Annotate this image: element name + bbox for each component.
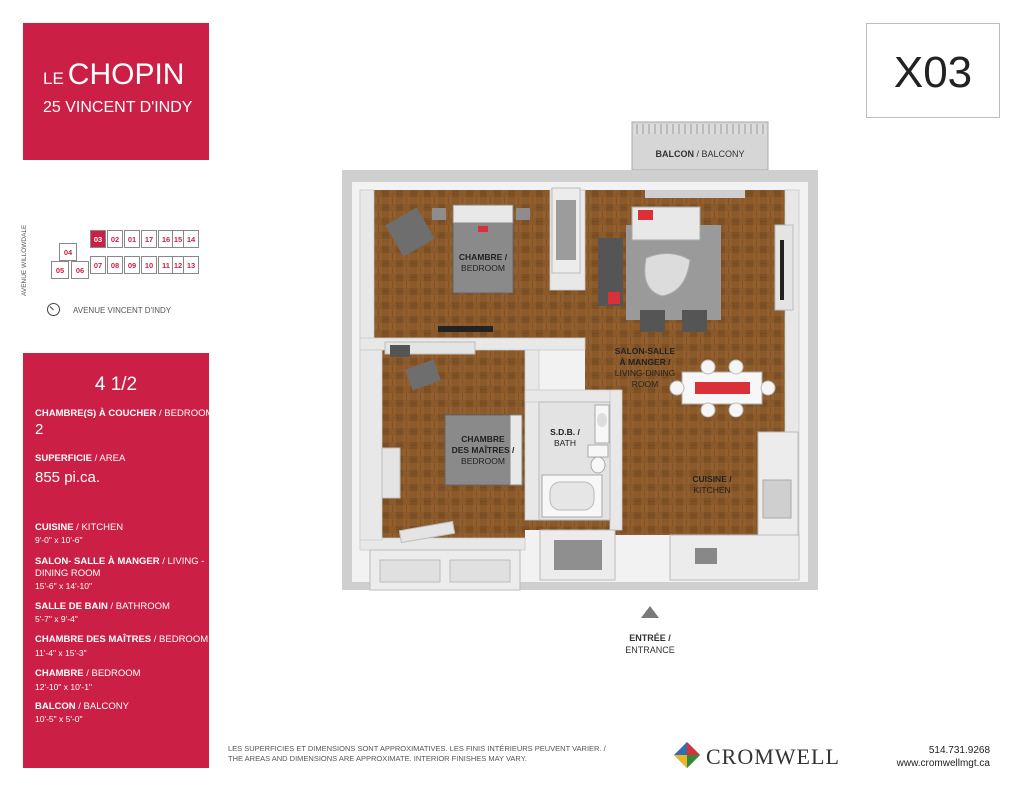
unit-code: X03 [893, 48, 973, 97]
building-address: 25 VINCENT D'INDY [43, 99, 193, 116]
north-compass-icon [47, 303, 60, 316]
bath-label: S.D.B. / [550, 427, 580, 437]
key-plan-unit: 02 [107, 230, 123, 248]
bedrooms-label: CHAMBRE(S) À COUCHER / BEDROOM(S) [35, 408, 227, 419]
living-room-furniture [598, 190, 794, 332]
room-label-bathroom: SALLE DE BAIN / BATHROOM [35, 601, 170, 612]
room-dim-bedroom: 12'-10" x 10'-1" [35, 682, 93, 692]
master-label-en: BEDROOM [461, 456, 505, 466]
room-dim-balcony: 10'-5" x 5'-0" [35, 714, 83, 724]
bath-label-en: BATH [554, 438, 576, 448]
room-label-balcony: BALCON / BALCONY [35, 701, 129, 712]
brand-name: CROMWELL [706, 744, 840, 769]
key-plan-unit: 05 [51, 261, 69, 279]
bathroom-fixtures [538, 401, 611, 521]
contact-info: 514.731.9268 www.cromwellmgt.ca [897, 744, 990, 770]
svg-text:CHAMBRE /: CHAMBRE / [459, 252, 508, 262]
key-plan-unit: 17 [141, 230, 157, 248]
svg-text:BALCON / BALCONY: BALCON / BALCONY [655, 149, 744, 159]
closets [369, 187, 616, 591]
room-label-bedroom: CHAMBRE / BEDROOM [35, 668, 141, 679]
master-bedroom-furniture [381, 341, 523, 544]
room-label-living: SALON- SALLE À MANGER / LIVING - [35, 556, 205, 567]
dining-table [669, 359, 776, 418]
room-label-living-2: DINING ROOM [35, 568, 101, 579]
street-label-vincent-dindy: AVENUE VINCENT D'INDY [73, 306, 172, 315]
bedroom-furniture [385, 204, 530, 332]
key-plan-unit: 07 [90, 256, 106, 274]
bedroom-label-en: BEDROOM [461, 263, 505, 273]
room-dim-master: 11'-4" x 15'-3" [35, 648, 87, 658]
unit-code-box: X03 [866, 23, 1000, 118]
bedrooms-value: 2 [35, 421, 44, 438]
key-plan-unit: 10 [141, 256, 157, 274]
unit-details-panel: 4 1/2 CHAMBRE(S) À COUCHER / BEDROOM(S) … [23, 353, 226, 768]
key-plan-unit: 04 [59, 243, 77, 261]
key-plan-unit-selected: 03 [90, 230, 106, 248]
key-plan-unit: 08 [107, 256, 123, 274]
cromwell-logo-icon [674, 742, 700, 768]
living-label-en-2: ROOM [632, 379, 658, 389]
area-value: 855 pi.ca. [35, 469, 101, 486]
unit-type: 4 1/2 [94, 374, 138, 395]
key-plan-unit: 14 [183, 230, 199, 248]
room-label-master: CHAMBRE DES MAÎTRES / BEDROOM [35, 634, 209, 645]
room-dim-bathroom: 5'-7" x 9'-4" [35, 614, 78, 624]
room-labels: CHAMBRE / BEDROOM CHAMBRE DES MAÎTRES / … [452, 252, 733, 495]
disclaimer: LES SUPERFICIES ET DIMENSIONS SONT APPRO… [228, 744, 606, 763]
room-dim-living: 15'-6" x 14'-10" [35, 581, 93, 591]
master-label-1: CHAMBRE [461, 434, 505, 444]
key-plan-unit: 01 [124, 230, 140, 248]
kitchen-label-en: KITCHEN [693, 485, 730, 495]
entrance-label: ENTRÉE / ENTRANCE [625, 633, 675, 655]
entrance-arrow-icon [641, 606, 659, 618]
kitchen-label: CUISINE / [692, 474, 732, 484]
living-label-en-1: LIVING-DINING [615, 368, 675, 378]
website-link[interactable]: www.cromwellmgt.ca [896, 758, 990, 769]
living-label-1: SALON-SALLE [615, 346, 676, 356]
key-plan: AVENUE WILLOWDALE 03 02 01 17 16 15 14 0… [20, 215, 215, 325]
room-label-kitchen: CUISINE / KITCHEN [35, 522, 124, 533]
street-label-willowdale: AVENUE WILLOWDALE [21, 224, 28, 296]
bedroom-label: CHAMBRE / [459, 252, 508, 262]
key-plan-unit: 06 [71, 261, 89, 279]
floor-plan: BALCON / BALCONY [342, 121, 818, 618]
balcony-area: BALCON / BALCONY [631, 121, 769, 171]
key-plan-unit: 13 [183, 256, 199, 274]
room-dim-kitchen: 9'-0" x 10'-6" [35, 535, 83, 545]
master-label-2: DES MAÎTRES / [452, 444, 515, 455]
phone: 514.731.9268 [928, 745, 990, 756]
area-label: SUPERFICIE / AREA [35, 453, 126, 464]
key-plan-unit: 09 [124, 256, 140, 274]
kitchen-counters [669, 431, 800, 581]
living-label-2: À MANGER / [620, 357, 672, 367]
